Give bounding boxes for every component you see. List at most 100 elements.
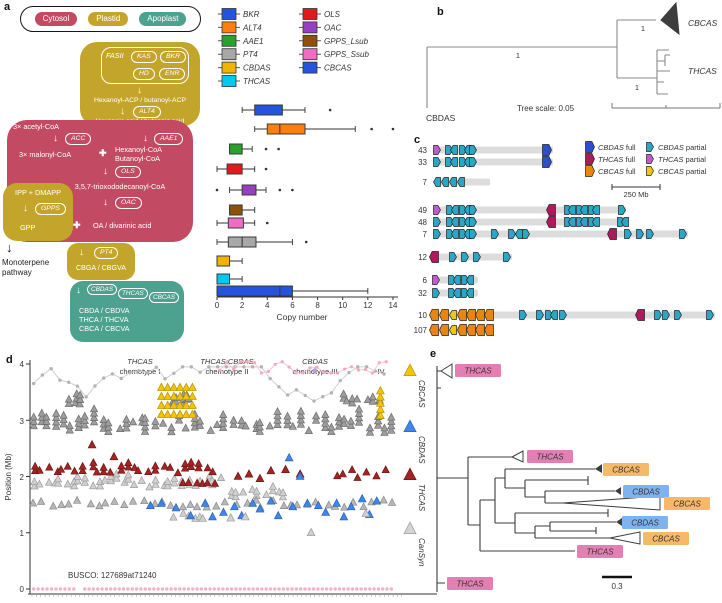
ipp-dmapp-text: IPP + DMAPP: [15, 188, 61, 197]
aae1-pill: AAE1: [154, 133, 184, 145]
svg-text:6: 6: [423, 276, 428, 285]
clade-label-thcas: THCAS: [688, 66, 717, 76]
mb-scale-label: 250 Mb: [623, 190, 648, 199]
svg-text:107: 107: [414, 326, 428, 335]
clade-box-thcas: THCAS: [527, 450, 573, 463]
svg-text:CBCAS: CBCAS: [324, 64, 352, 73]
svg-text:CBDAS partial: CBDAS partial: [658, 143, 707, 152]
svg-text:CBCAS: CBCAS: [652, 535, 680, 544]
svg-text:OLS: OLS: [324, 10, 341, 19]
pt4-pill: PT4: [94, 247, 119, 259]
panel-b-phylogeny: CBCAS THCAS CBDAS 1 1 1 Tree scale: 0.05: [426, 1, 721, 123]
svg-text:0: 0: [215, 301, 220, 310]
collapsed-clade-icon: [616, 518, 622, 526]
panel-e-tree-branches: [436, 366, 616, 592]
svg-text:10: 10: [338, 301, 347, 310]
down-arrow-icon: ↓: [103, 197, 108, 208]
tree-scale-label: Tree scale: 0.05: [517, 104, 575, 113]
svg-text:GPPS_Lsub: GPPS_Lsub: [324, 37, 369, 46]
y-axis-label: Position (Mb): [4, 453, 13, 500]
svg-text:THCAS: THCAS: [586, 548, 614, 557]
svg-text:THCAS: THCAS: [536, 453, 564, 462]
synteny-row: 12: [418, 251, 512, 263]
svg-text:49: 49: [418, 206, 427, 215]
clade-box-thcas: THCAS: [455, 364, 501, 377]
collapsed-clade-icon: [615, 487, 621, 495]
series-cansyn-mid: [30, 469, 226, 491]
busco-label: BUSCO: 127689at71240: [68, 571, 157, 580]
synteny-row: 33: [418, 156, 553, 168]
svg-text:2: 2: [240, 301, 245, 310]
svg-text:10: 10: [418, 311, 427, 320]
series-thcas-right: [333, 465, 390, 481]
hd-pill: HD: [133, 68, 155, 80]
synteny-row: 48: [418, 216, 629, 228]
synteny-row: 43: [418, 144, 553, 156]
chemotype-1-gene: THCAS: [127, 357, 152, 366]
collapsed-clade-icon: [609, 531, 641, 545]
svg-text:CBCAS: CBCAS: [612, 466, 640, 475]
down-arrow-icon: ↓: [137, 85, 142, 96]
svg-text:CBCAS full: CBCAS full: [598, 167, 636, 176]
svg-text:THCAS: THCAS: [456, 580, 484, 589]
y-tick-1: 1: [20, 529, 25, 538]
monoterpene-line1: Monoterpene: [2, 258, 50, 267]
series-cansyn-upper2: [64, 389, 85, 408]
series-cansyn-upper: [29, 404, 396, 436]
collapsed-clade-icon: [440, 363, 453, 379]
tree-scale-bar: [611, 103, 721, 109]
series-cansyn-mid2: [227, 481, 288, 501]
outgroup-label: CBDAS: [426, 113, 456, 123]
series-lavender-dot: [312, 368, 318, 374]
malonyl-text: 3× malonyl-CoA: [19, 150, 72, 159]
clade-box-cbcas: CBCAS: [664, 497, 710, 510]
oac-pill: OAC: [115, 197, 142, 209]
svg-text:OAC: OAC: [324, 23, 342, 32]
y-tick-3: 3: [20, 417, 25, 426]
series-cansyn-upper4: [339, 389, 362, 407]
trioxo-text: 3,5,7-trioxododecanoyl-CoA: [74, 182, 166, 191]
svg-text:7: 7: [423, 230, 428, 239]
fasii-label: FASII: [106, 51, 124, 60]
hexanoyl-acp-text: Hexanoyl-ACP / butanoyl-ACP: [93, 97, 187, 104]
support-value: 1: [641, 24, 645, 33]
svg-text:43: 43: [418, 146, 427, 155]
svg-text:GPPS_Ssub: GPPS_Ssub: [324, 50, 369, 59]
oa-text: OA / divarinic acid: [93, 221, 152, 230]
series-cbcas-col: [375, 385, 385, 420]
svg-text:6: 6: [290, 301, 295, 310]
thcas-pill: THCAS: [118, 288, 148, 300]
acetyl-coa-text: 3× acetyl-CoA: [13, 122, 60, 131]
series-thcas-extra: [87, 439, 305, 483]
svg-text:CBCAS partial: CBCAS partial: [658, 167, 707, 176]
synteny-row: 6: [423, 275, 478, 285]
svg-text:7: 7: [423, 178, 428, 187]
svg-text:4: 4: [265, 301, 270, 310]
enr-pill: ENR: [159, 68, 186, 80]
cbcas-pill: CBCAS: [149, 292, 180, 304]
kas-pill: KAS: [131, 51, 157, 63]
synteny-row: 32: [418, 288, 478, 298]
support-value: 1: [635, 83, 639, 92]
compartment-plastid: Plastid: [88, 12, 129, 26]
svg-text:AAE1: AAE1: [242, 37, 263, 46]
butanoyl-coa-text: Butanoyl-CoA: [115, 154, 161, 163]
product-cbda: CBDA / CBDVA: [79, 306, 130, 315]
svg-text:THCAS: THCAS: [464, 367, 492, 376]
monoterpene-line2: pathway: [2, 268, 32, 277]
down-arrow-icon: ↓: [23, 203, 28, 214]
tree-branch: [650, 49, 670, 95]
gpp-text: GPP: [20, 223, 36, 232]
clade-label-boxes: THCASTHCASCBCASCBDASCBCASCBDASCBCASTHCAS…: [447, 364, 710, 590]
svg-text:THCAS full: THCAS full: [598, 155, 635, 164]
series-cansyn-line: [31, 365, 386, 403]
series-thcas-sub: [178, 477, 220, 487]
svg-text:14: 14: [389, 301, 398, 310]
compartment-apoplast: Apoplast: [139, 12, 187, 26]
series-cbcas-block: [156, 382, 197, 418]
